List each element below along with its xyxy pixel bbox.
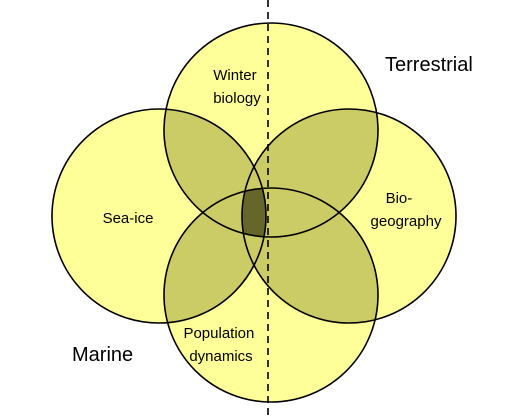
label-population-dynamics: Population dynamics	[183, 325, 258, 365]
region-label-terrestrial: Terrestrial	[385, 54, 473, 76]
overlap-winter-seaice	[164, 109, 266, 237]
outline-sea-ice	[51, 108, 267, 324]
overlap-population-seaice	[164, 188, 266, 323]
label-biogeography: Bio- geography	[371, 190, 442, 230]
outline-winter-biology	[163, 22, 379, 238]
label-sea-ice: Sea-ice	[103, 210, 154, 227]
circle-outlines	[51, 22, 457, 403]
region-label-marine: Marine	[72, 344, 133, 366]
outline-population-dynamics	[163, 187, 379, 403]
label-winter-biology: Winter biology	[213, 67, 261, 107]
outline-biogeography	[241, 108, 457, 324]
